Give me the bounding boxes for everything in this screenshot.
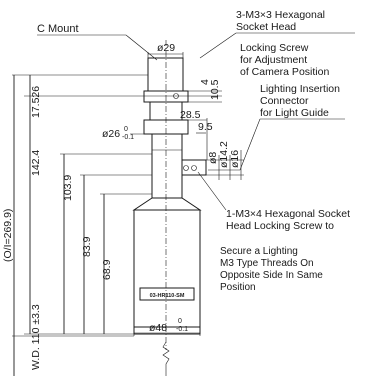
lighting-line3: for Light Guide [260, 107, 329, 119]
dim-28-5: 28.5 [180, 109, 201, 121]
dim-4: 4 [199, 79, 211, 85]
model-plate [139, 287, 195, 301]
lighting-line2: Connector [260, 95, 309, 107]
c-mount-label: C Mount [37, 23, 79, 35]
secure-line4: Position [220, 282, 256, 293]
break-symbol [162, 341, 170, 376]
barrel [151, 133, 183, 199]
light-guide-connector [181, 159, 207, 176]
connector-screw-icon [183, 165, 189, 171]
secure-line1: Secure a Lighting [220, 246, 298, 257]
secure-line2: M3 Type Threads On [220, 258, 314, 269]
dim-9-5: 9.5 [198, 121, 213, 133]
dim-17-526: 17.526 [30, 86, 42, 118]
dim-10-5: 10.5 [209, 79, 221, 100]
dim-d26-tol-bot: -0.1 [122, 134, 134, 141]
dim-d8: ø8 [207, 152, 219, 164]
hex-socket-top-line1: 3-M3×3 Hexagonal [236, 9, 325, 21]
locking-screw-line3: of Camera Position [240, 66, 329, 78]
dim-d26-tol-top: 0 [124, 126, 128, 133]
dim-wd: W.D. 110 ±3.3 [30, 304, 42, 370]
dim-83-9: 83.9 [81, 236, 93, 257]
hex-lower-line1: 1-M3×4 Hexagonal Socket [226, 208, 350, 220]
hex-socket-top-line2: Socket Head [236, 21, 296, 33]
model-text: 03-HR110-SM [150, 293, 185, 299]
dim-d48-tol-bot: -0.1 [176, 326, 188, 333]
dim-68-9: 68.9 [101, 259, 113, 280]
lighting-line1: Lighting Insertion [260, 83, 340, 95]
locking-screw-icon [173, 93, 179, 99]
dim-d26: ø26 [102, 128, 120, 140]
dim-103-9: 103.9 [62, 175, 74, 201]
secure-line3: Opposite Side In Same [220, 270, 323, 281]
barrel-taper [132, 197, 202, 211]
hex-lower-line2: Head Locking Screw to [226, 220, 334, 232]
dim-d48-tol-top: 0 [178, 318, 182, 325]
dim-d16: ø16 [229, 150, 241, 168]
c-mount-ring [147, 57, 184, 92]
dim-d48: ø48 [149, 322, 167, 334]
dim-d14-2: ø14.2 [218, 141, 230, 168]
locking-screw-line2: for Adjustment [240, 54, 307, 66]
locking-screw-line1: Locking Screw [240, 42, 309, 54]
lens-body: 03-HR110-SM [132, 40, 207, 376]
dim-oi: (O/I=269.9) [2, 209, 14, 262]
dim-142-4: 142.4 [30, 150, 42, 176]
dim-d29: ø29 [157, 42, 175, 54]
lower-body [133, 209, 201, 328]
